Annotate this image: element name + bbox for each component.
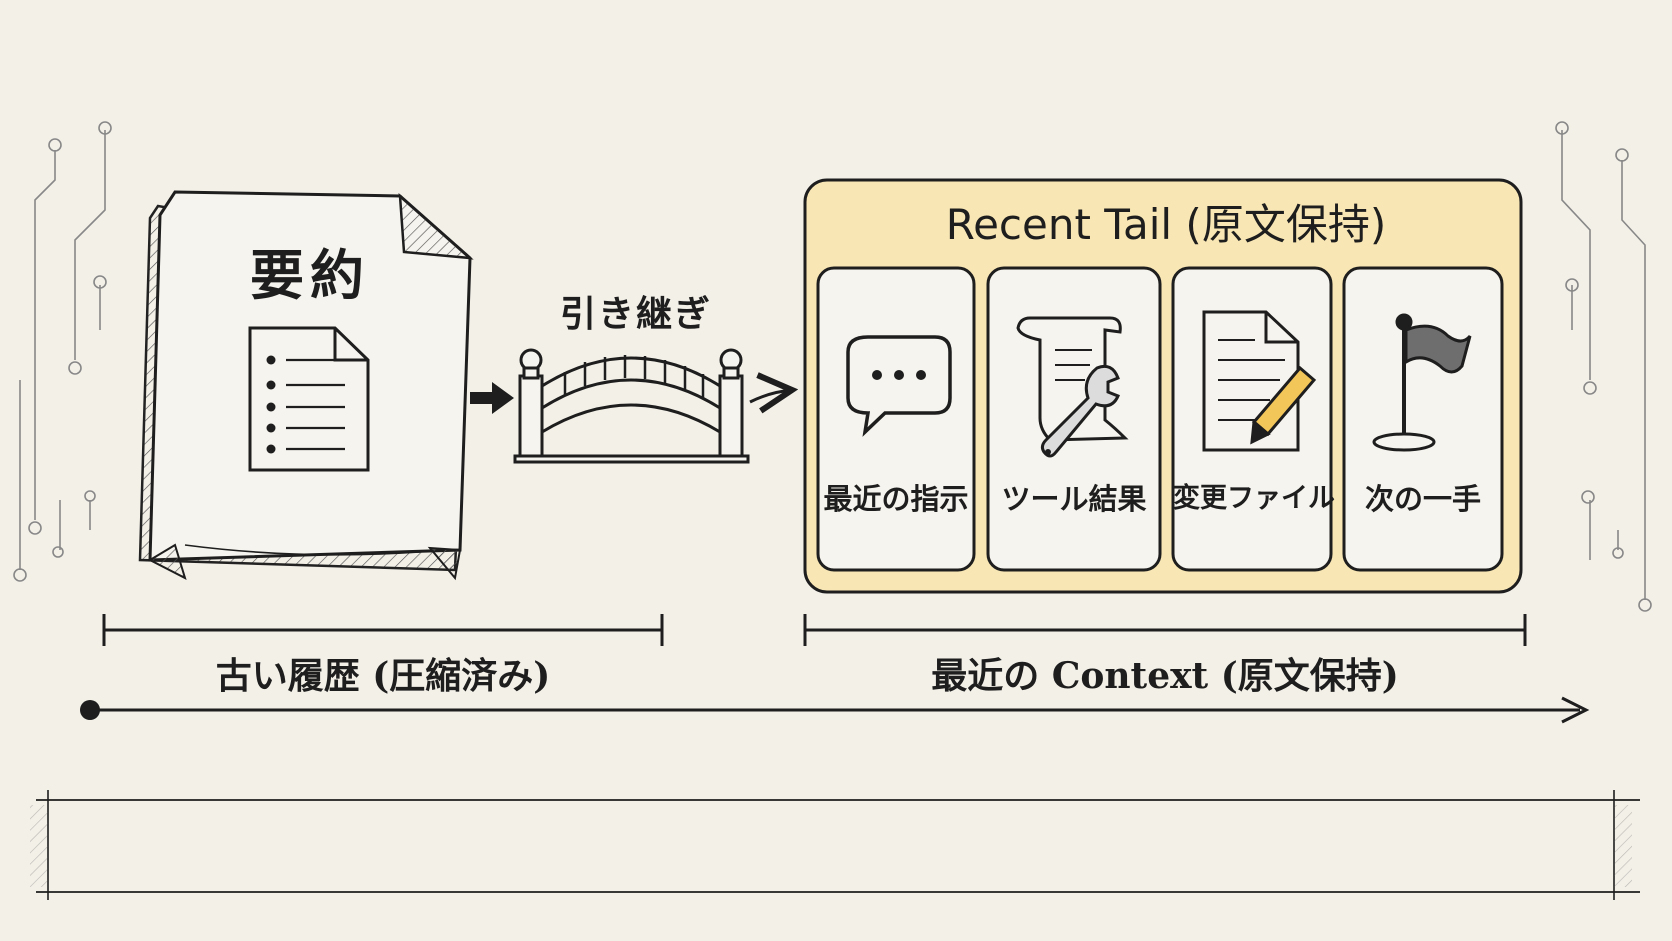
bridge-icon	[513, 348, 792, 464]
handoff-label: 引き継ぎ	[560, 293, 713, 335]
tail-card-next-step	[1342, 266, 1504, 572]
scroll-wrench-icon	[1016, 316, 1129, 458]
summary-title: 要約	[250, 243, 370, 307]
recent-context-bracket	[803, 614, 1527, 646]
old-history-label: 古い履歴 (圧縮済み)	[215, 655, 551, 697]
flag-icon	[1372, 313, 1472, 452]
card-label-tool-results: ツール結果	[1001, 482, 1147, 516]
speech-bubble-icon	[846, 335, 952, 437]
arrow-to-bridge	[470, 382, 514, 414]
circuit-decoration-right	[1555, 121, 1652, 612]
card-label-instructions: 最近の指示	[823, 482, 969, 516]
old-history-bracket	[102, 614, 664, 646]
card-label-next-step: 次の一手	[1364, 482, 1481, 516]
card-label-changed-files: 変更ファイル	[1173, 483, 1335, 514]
tail-card-cards	[816, 266, 1504, 572]
document-pencil-icon	[1202, 310, 1317, 452]
recent-tail-title: Recent Tail (原文保持)	[945, 200, 1387, 249]
timeline-arrow	[80, 696, 1590, 724]
circuit-decoration-left	[13, 121, 112, 582]
document-list-icon	[248, 326, 370, 472]
tail-card-instructions	[816, 266, 976, 572]
recent-context-label: 最近の Context (原文保持)	[931, 655, 1399, 697]
empty-bottom-bar	[30, 790, 1640, 900]
recent-tail-panel	[803, 178, 1523, 594]
